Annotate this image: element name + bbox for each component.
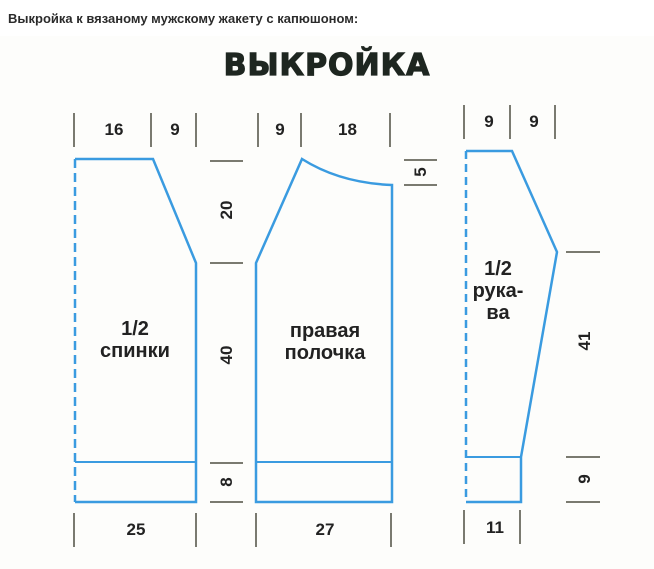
pattern-diagram (0, 36, 654, 569)
sleeve-label-fraction: 1/2 (484, 258, 512, 280)
diagram-title: ВЫКРОЙКА (223, 47, 431, 83)
armhole-height: 20 (217, 200, 236, 220)
front-shoulder-width: 9 (275, 120, 285, 139)
dimension-ticks (73, 105, 600, 547)
sleeve-top-left: 9 (484, 112, 494, 131)
sleeve-piece-outline (464, 149, 559, 504)
back-shoulder-width: 16 (104, 120, 124, 139)
front-piece-label: правая полочка (260, 320, 390, 364)
sleeve-length: 41 (575, 331, 594, 351)
back-piece-outline (73, 157, 198, 504)
back-bottom-width: 25 (126, 520, 146, 539)
front-neck-depth: 5 (411, 167, 430, 177)
back-piece-label: 1/2 спинки (85, 318, 185, 362)
sleeve-piece-label: 1/2 рука- ва (468, 258, 528, 324)
back-label-name: спинки (100, 340, 170, 362)
front-label-line2: полочка (284, 342, 366, 364)
front-bottom-width: 27 (315, 520, 335, 539)
front-label-line1: правая (289, 320, 361, 342)
sleeve-top-right: 9 (529, 112, 539, 131)
sleeve-label-line2: рука- (472, 280, 524, 302)
sleeve-bottom-width: 11 (486, 518, 504, 537)
side-length: 40 (217, 345, 236, 365)
page-caption: Выкройка к вязаному мужскому жакету с ка… (8, 11, 359, 26)
back-label-fraction: 1/2 (121, 318, 149, 340)
back-neck-width: 9 (170, 120, 180, 139)
sleeve-cuff-height: 9 (575, 474, 594, 484)
front-neck-width: 18 (338, 120, 357, 139)
rib-height: 8 (217, 477, 236, 487)
sleeve-label-line3: ва (486, 302, 510, 324)
front-piece-outline (254, 157, 394, 504)
